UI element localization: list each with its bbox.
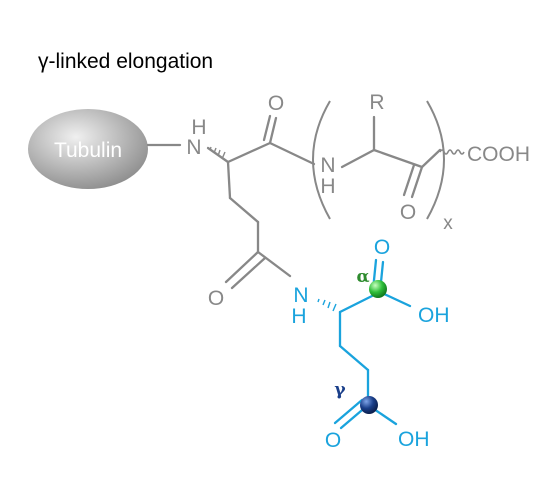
atom-n-main: N — [186, 136, 201, 159]
paren-left — [312, 100, 331, 220]
hashed-wedge-glu — [317, 298, 337, 312]
atom-r: R — [369, 91, 384, 114]
atom-o-top: O — [268, 92, 284, 115]
tubulin-label: Tubulin — [54, 139, 122, 162]
alpha-label: α — [356, 267, 369, 287]
atom-cooh: COOH — [467, 143, 530, 166]
atom-h-glu: H — [291, 305, 306, 328]
tubulin-ellipse — [28, 109, 148, 189]
atom-o-side: O — [208, 287, 224, 310]
atom-h-main: H — [191, 116, 206, 139]
gamma-carboxyl-marker — [360, 396, 378, 414]
atom-h-repeat: H — [320, 175, 335, 198]
atom-n-glu: N — [293, 284, 308, 307]
atom-o-repeat: O — [400, 201, 416, 224]
atom-o-alpha: O — [374, 236, 390, 259]
atom-oh-gamma: OH — [398, 428, 430, 451]
diagram-title: γ-linked elongation — [38, 50, 213, 73]
backbone-bonds — [146, 114, 442, 290]
paren-right — [426, 100, 445, 220]
hashed-wedge-main — [209, 146, 226, 160]
atom-oh-alpha: OH — [418, 304, 450, 327]
alpha-carboxyl-marker — [369, 280, 387, 298]
gamma-label: γ — [334, 380, 346, 400]
atom-o-gamma: O — [325, 429, 341, 452]
atom-n-repeat: N — [320, 154, 335, 177]
subscript-x: x — [443, 213, 453, 234]
